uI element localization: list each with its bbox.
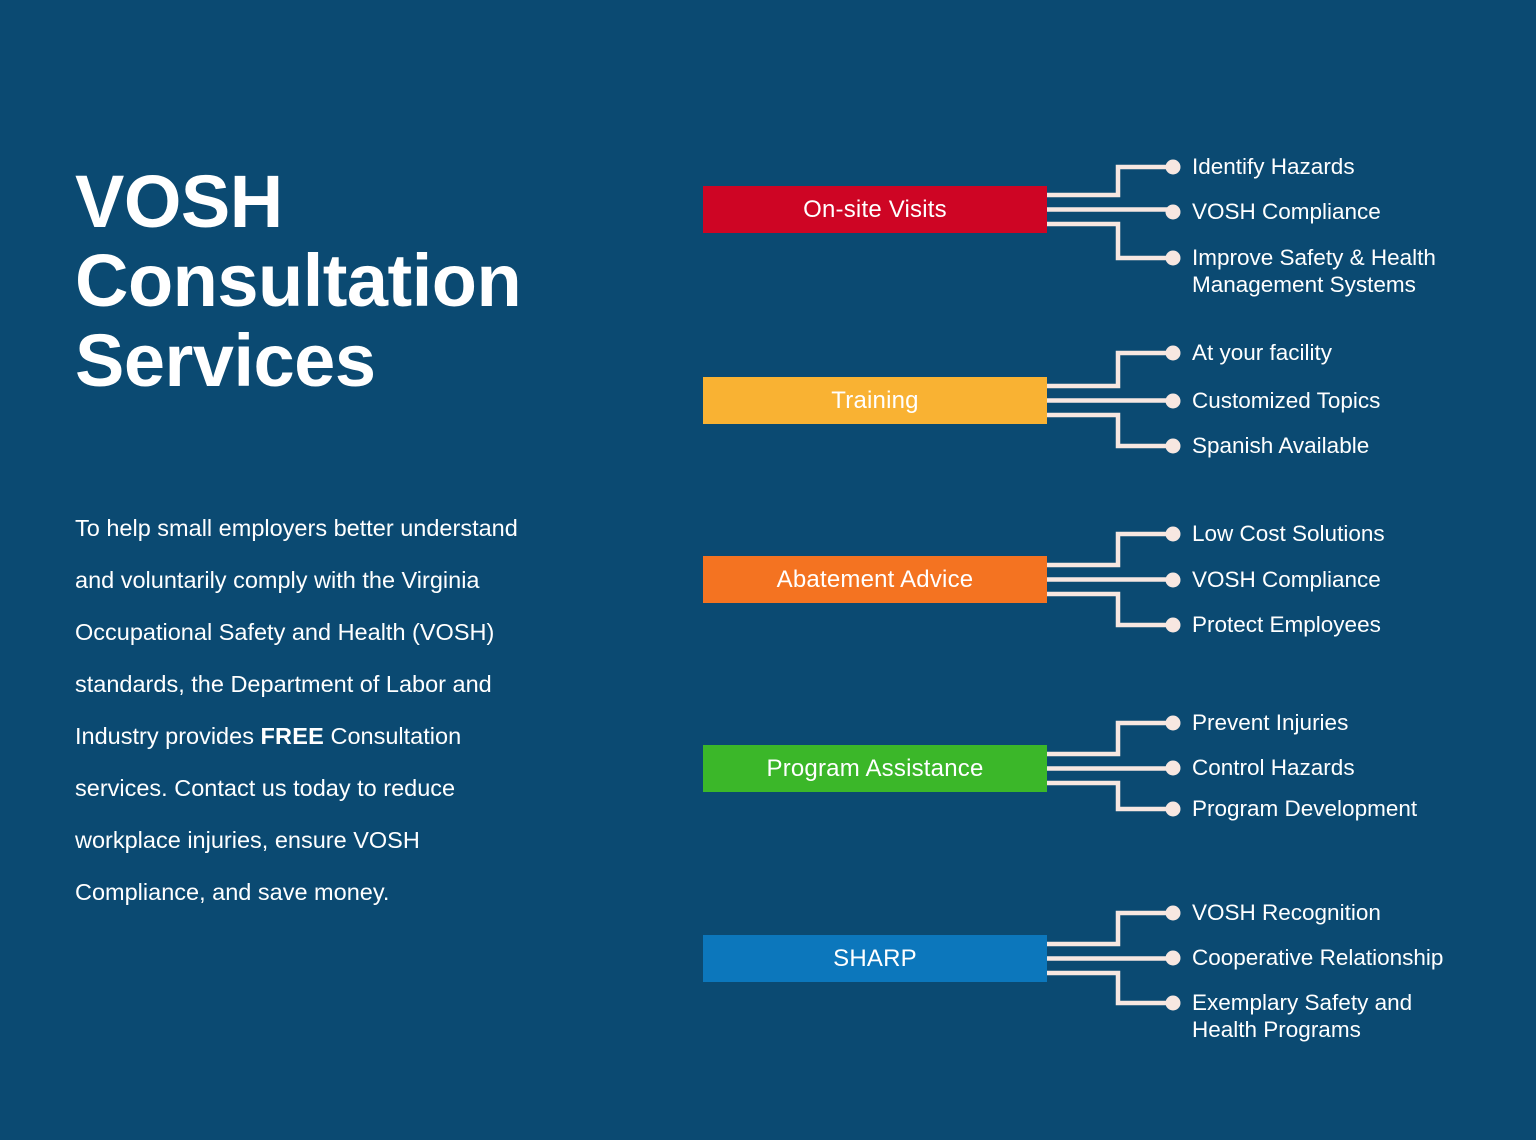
branch-item[interactable]: Protect Employees <box>1192 612 1381 637</box>
connector-path <box>1047 780 1173 812</box>
branch-item[interactable]: VOSH Compliance <box>1192 199 1381 224</box>
connector-dot <box>1165 760 1181 776</box>
intro-paragraph: To help small employers better understan… <box>75 502 545 918</box>
connector-lines-training <box>1047 345 1181 454</box>
connector-dot <box>1165 204 1181 220</box>
connector-dot <box>1165 250 1181 266</box>
category-label: Training <box>831 386 919 414</box>
left-column: VOSH Consultation Services To help small… <box>75 0 655 1140</box>
connector-dot <box>1165 393 1181 409</box>
connector-path <box>1047 350 1173 389</box>
category-box-on-site-visits[interactable]: On-site Visits <box>703 186 1047 233</box>
connector-path <box>1047 591 1173 628</box>
connector-dot <box>1165 345 1181 361</box>
branch-item[interactable]: Spanish Available <box>1192 433 1370 458</box>
connector-dot <box>1165 572 1181 588</box>
category-label: Program Assistance <box>766 754 984 782</box>
connector-path <box>1047 412 1173 449</box>
connector-path <box>1047 910 1173 947</box>
branch-item[interactable]: Program Development <box>1192 796 1418 821</box>
connector-dot <box>1165 801 1181 817</box>
category-box-abatement-advice[interactable]: Abatement Advice <box>703 556 1047 603</box>
connector-dot <box>1165 950 1181 966</box>
connector-path <box>1047 221 1173 261</box>
branch-item[interactable]: VOSH Compliance <box>1192 567 1381 592</box>
branch-item[interactable]: Low Cost Solutions <box>1192 521 1385 546</box>
branch-item[interactable]: Identify Hazards <box>1192 154 1355 179</box>
branch-item[interactable]: Prevent Injuries <box>1192 710 1349 735</box>
connector-dot <box>1165 995 1181 1011</box>
connector-lines-sharp <box>1047 905 1181 1011</box>
connector-path <box>1047 720 1173 757</box>
category-label: SHARP <box>833 944 917 972</box>
connector-path <box>1047 164 1173 198</box>
branch-item[interactable]: Improve Safety & Health Management Syste… <box>1192 245 1436 297</box>
connector-dot <box>1165 715 1181 731</box>
intro-text-after-free: Consultation services. Contact us today … <box>75 722 462 905</box>
connector-dot <box>1165 617 1181 633</box>
category-label: Abatement Advice <box>776 565 974 593</box>
connector-dot <box>1165 905 1181 921</box>
category-label: On-site Visits <box>803 195 947 223</box>
connector-path <box>1047 531 1173 568</box>
intro-text-before-free: To help small employers better understan… <box>75 514 518 749</box>
connector-dot <box>1165 526 1181 542</box>
connector-path <box>1047 970 1173 1006</box>
branch-item[interactable]: Exemplary Safety and Health Programs <box>1192 990 1413 1042</box>
category-box-program-assistance[interactable]: Program Assistance <box>703 745 1047 792</box>
category-box-training[interactable]: Training <box>703 377 1047 424</box>
connector-lines-program-assistance <box>1047 715 1181 817</box>
branch-item[interactable]: Customized Topics <box>1192 388 1381 413</box>
page-title: VOSH Consultation Services <box>75 159 522 403</box>
branch-item[interactable]: VOSH Recognition <box>1192 900 1381 925</box>
connector-lines-on-site-visits <box>1047 159 1181 266</box>
branch-item[interactable]: Cooperative Relationship <box>1192 945 1444 970</box>
branch-item[interactable]: At your facility <box>1192 340 1333 365</box>
connector-dot <box>1165 438 1181 454</box>
branch-item[interactable]: Control Hazards <box>1192 755 1355 780</box>
connector-dot <box>1165 159 1181 175</box>
free-emphasis: FREE <box>260 722 324 749</box>
category-box-sharp[interactable]: SHARP <box>703 935 1047 982</box>
connector-lines-abatement-advice <box>1047 526 1181 633</box>
